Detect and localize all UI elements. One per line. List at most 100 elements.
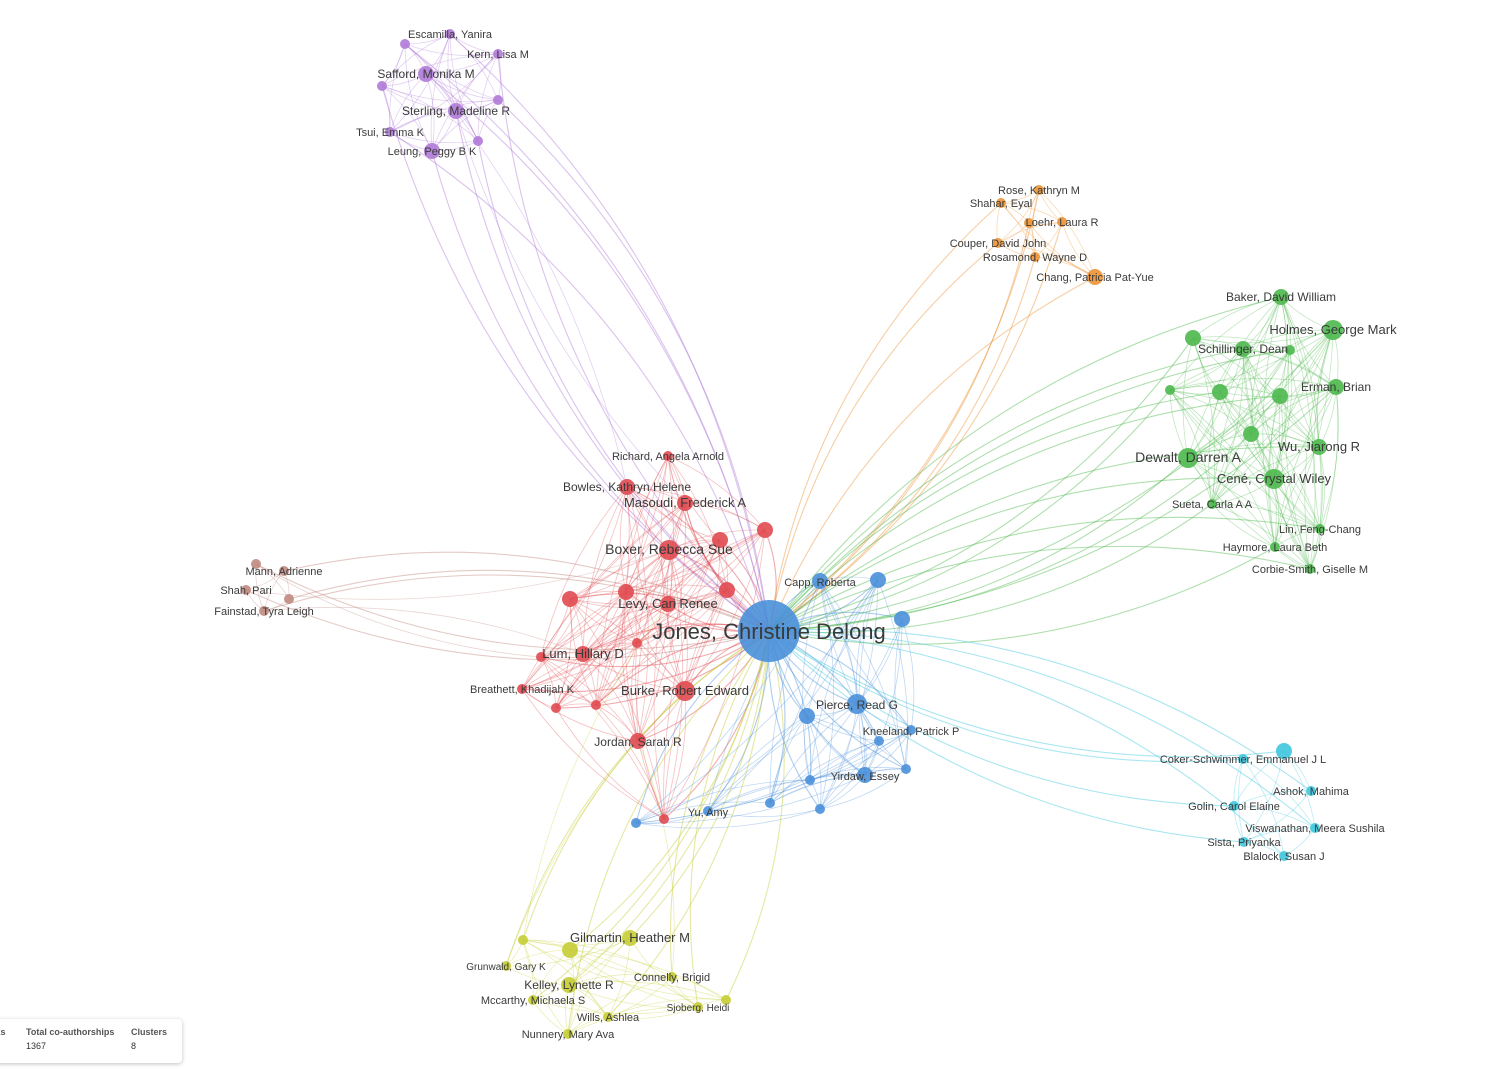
author-node[interactable]	[1243, 426, 1259, 442]
author-node[interactable]	[251, 559, 261, 569]
author-node[interactable]	[528, 995, 538, 1005]
author-node[interactable]	[1229, 801, 1239, 811]
author-node[interactable]	[473, 136, 483, 146]
coauthorship-link	[569, 502, 686, 600]
author-node[interactable]	[1235, 341, 1251, 357]
author-node[interactable]	[1323, 320, 1343, 340]
author-node[interactable]	[660, 596, 676, 612]
author-node[interactable]	[765, 798, 775, 808]
author-node[interactable]	[659, 814, 669, 824]
author-node[interactable]	[874, 736, 884, 746]
author-node[interactable]	[622, 930, 638, 946]
author-node[interactable]	[757, 522, 773, 538]
author-node[interactable]	[1285, 345, 1295, 355]
author-node[interactable]	[1272, 388, 1288, 404]
author-node[interactable]	[1328, 379, 1344, 395]
author-node[interactable]	[815, 804, 825, 814]
author-node[interactable]	[536, 652, 546, 662]
author-node[interactable]	[675, 681, 695, 701]
author-node[interactable]	[1270, 542, 1280, 552]
author-node[interactable]	[562, 942, 578, 958]
coauthorship-link	[707, 579, 879, 812]
author-node[interactable]	[870, 572, 886, 588]
author-node[interactable]	[799, 708, 815, 724]
author-node[interactable]	[241, 585, 251, 595]
author-node[interactable]	[631, 818, 641, 828]
author-node[interactable]	[448, 103, 464, 119]
author-node[interactable]	[663, 451, 673, 461]
author-node[interactable]	[493, 95, 503, 105]
author-node[interactable]	[632, 638, 642, 648]
author-node[interactable]	[1279, 851, 1289, 861]
author-node[interactable]	[1207, 499, 1217, 509]
author-node[interactable]	[1178, 448, 1198, 468]
author-node[interactable]	[1034, 185, 1044, 195]
author-node[interactable]	[518, 935, 528, 945]
author-label: Burke, Robert Edward	[621, 683, 749, 698]
author-node[interactable]	[1311, 439, 1327, 455]
author-node[interactable]	[493, 49, 503, 59]
author-node[interactable]	[1315, 524, 1325, 534]
author-node[interactable]	[1212, 384, 1228, 400]
author-node[interactable]	[1030, 252, 1040, 262]
coauthorship-link	[769, 618, 903, 804]
author-label: Shah, Pari	[220, 585, 271, 597]
author-node[interactable]	[1306, 786, 1316, 796]
author-node[interactable]	[561, 977, 577, 993]
author-node[interactable]	[721, 995, 731, 1005]
author-node[interactable]	[1305, 564, 1315, 574]
author-node[interactable]	[1310, 823, 1320, 833]
author-node[interactable]	[259, 606, 269, 616]
author-node[interactable]	[993, 238, 1003, 248]
author-node[interactable]	[847, 694, 867, 714]
author-node[interactable]	[712, 532, 728, 548]
author-node[interactable]	[693, 1002, 703, 1012]
author-node[interactable]	[424, 143, 440, 159]
author-node[interactable]	[738, 600, 800, 662]
author-node[interactable]	[1238, 754, 1248, 764]
coauthorship-link	[569, 598, 665, 820]
author-node[interactable]	[894, 611, 910, 627]
author-node[interactable]	[857, 767, 873, 783]
coauthorship-link	[1211, 503, 1276, 548]
author-node[interactable]	[667, 972, 677, 982]
author-node[interactable]	[279, 566, 289, 576]
author-node[interactable]	[563, 1029, 573, 1039]
author-node[interactable]	[445, 29, 455, 39]
author-node[interactable]	[603, 1012, 613, 1022]
author-node[interactable]	[1057, 217, 1067, 227]
author-node[interactable]	[1024, 218, 1034, 228]
author-node[interactable]	[677, 495, 693, 511]
author-node[interactable]	[377, 81, 387, 91]
author-node[interactable]	[805, 775, 815, 785]
author-node[interactable]	[1239, 837, 1249, 847]
author-node[interactable]	[630, 733, 646, 749]
author-node[interactable]	[1273, 289, 1289, 305]
author-node[interactable]	[719, 582, 735, 598]
author-node[interactable]	[284, 594, 294, 604]
author-node[interactable]	[400, 39, 410, 49]
author-node[interactable]	[551, 703, 561, 713]
author-node[interactable]	[659, 540, 679, 560]
author-node[interactable]	[418, 66, 434, 82]
author-node[interactable]	[996, 198, 1006, 208]
author-node[interactable]	[591, 700, 601, 710]
author-node[interactable]	[1264, 469, 1284, 489]
author-node[interactable]	[1087, 269, 1103, 285]
author-node[interactable]	[517, 684, 527, 694]
author-node[interactable]	[1276, 743, 1292, 759]
coauthorship-link	[1192, 329, 1334, 344]
author-node[interactable]	[385, 127, 395, 137]
author-node[interactable]	[703, 806, 713, 816]
author-node[interactable]	[575, 646, 591, 662]
author-node[interactable]	[1165, 385, 1175, 395]
author-node[interactable]	[619, 479, 635, 495]
author-node[interactable]	[501, 961, 511, 971]
author-node[interactable]	[901, 764, 911, 774]
author-node[interactable]	[1185, 330, 1201, 346]
author-node[interactable]	[812, 573, 828, 589]
author-node[interactable]	[906, 725, 916, 735]
author-node[interactable]	[618, 584, 634, 600]
author-node[interactable]	[562, 591, 578, 607]
